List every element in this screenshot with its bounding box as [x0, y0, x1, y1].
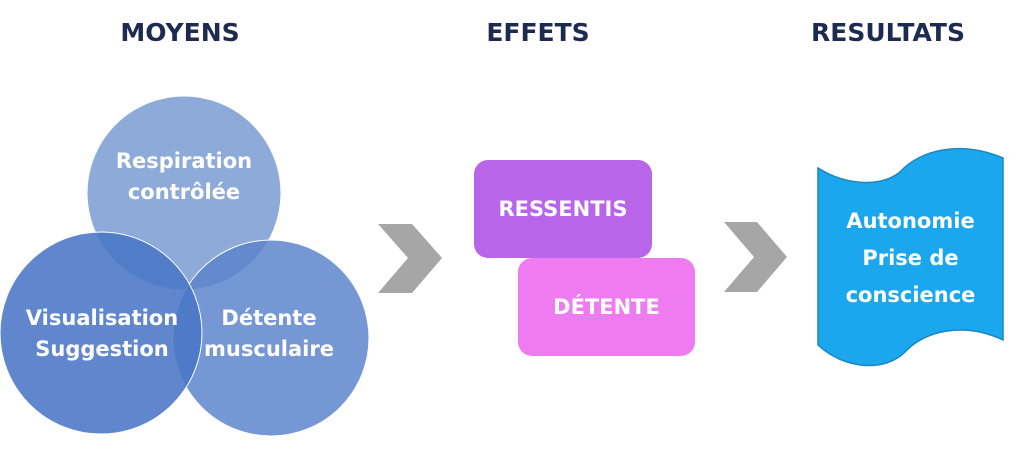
text-line: contrôlée	[127, 180, 241, 204]
label-detente: DÉTENTE	[553, 295, 660, 319]
banner-resultats	[817, 147, 1004, 367]
label-visualisation: Visualisation Suggestion	[12, 303, 192, 365]
text-line: Prise de	[862, 246, 959, 270]
text-line: Suggestion	[35, 337, 169, 361]
text-line: conscience	[845, 283, 976, 307]
label-respiration: Respiration contrôlée	[94, 146, 274, 208]
heading-effets: EFFETS	[486, 18, 590, 47]
text-line: Autonomie	[846, 209, 975, 233]
heading-moyens: MOYENS	[120, 18, 240, 47]
text-line: Visualisation	[25, 306, 179, 330]
label-ressentis: RESSENTIS	[498, 197, 628, 221]
label-resultats: Autonomie Prise de conscience	[818, 203, 1003, 314]
heading-resultats: RESULTATS	[810, 18, 965, 47]
box-ressentis	[474, 160, 652, 258]
chevron-arrow-icon	[724, 222, 787, 292]
circle-visualisation	[0, 231, 203, 435]
text-line: Respiration	[115, 149, 253, 173]
label-detente-musculaire: Détente musculaire	[194, 303, 344, 365]
text-line: Détente	[221, 306, 317, 330]
box-detente	[518, 258, 695, 356]
text-line: musculaire	[204, 337, 334, 361]
chevron-arrow-icon	[378, 224, 442, 293]
